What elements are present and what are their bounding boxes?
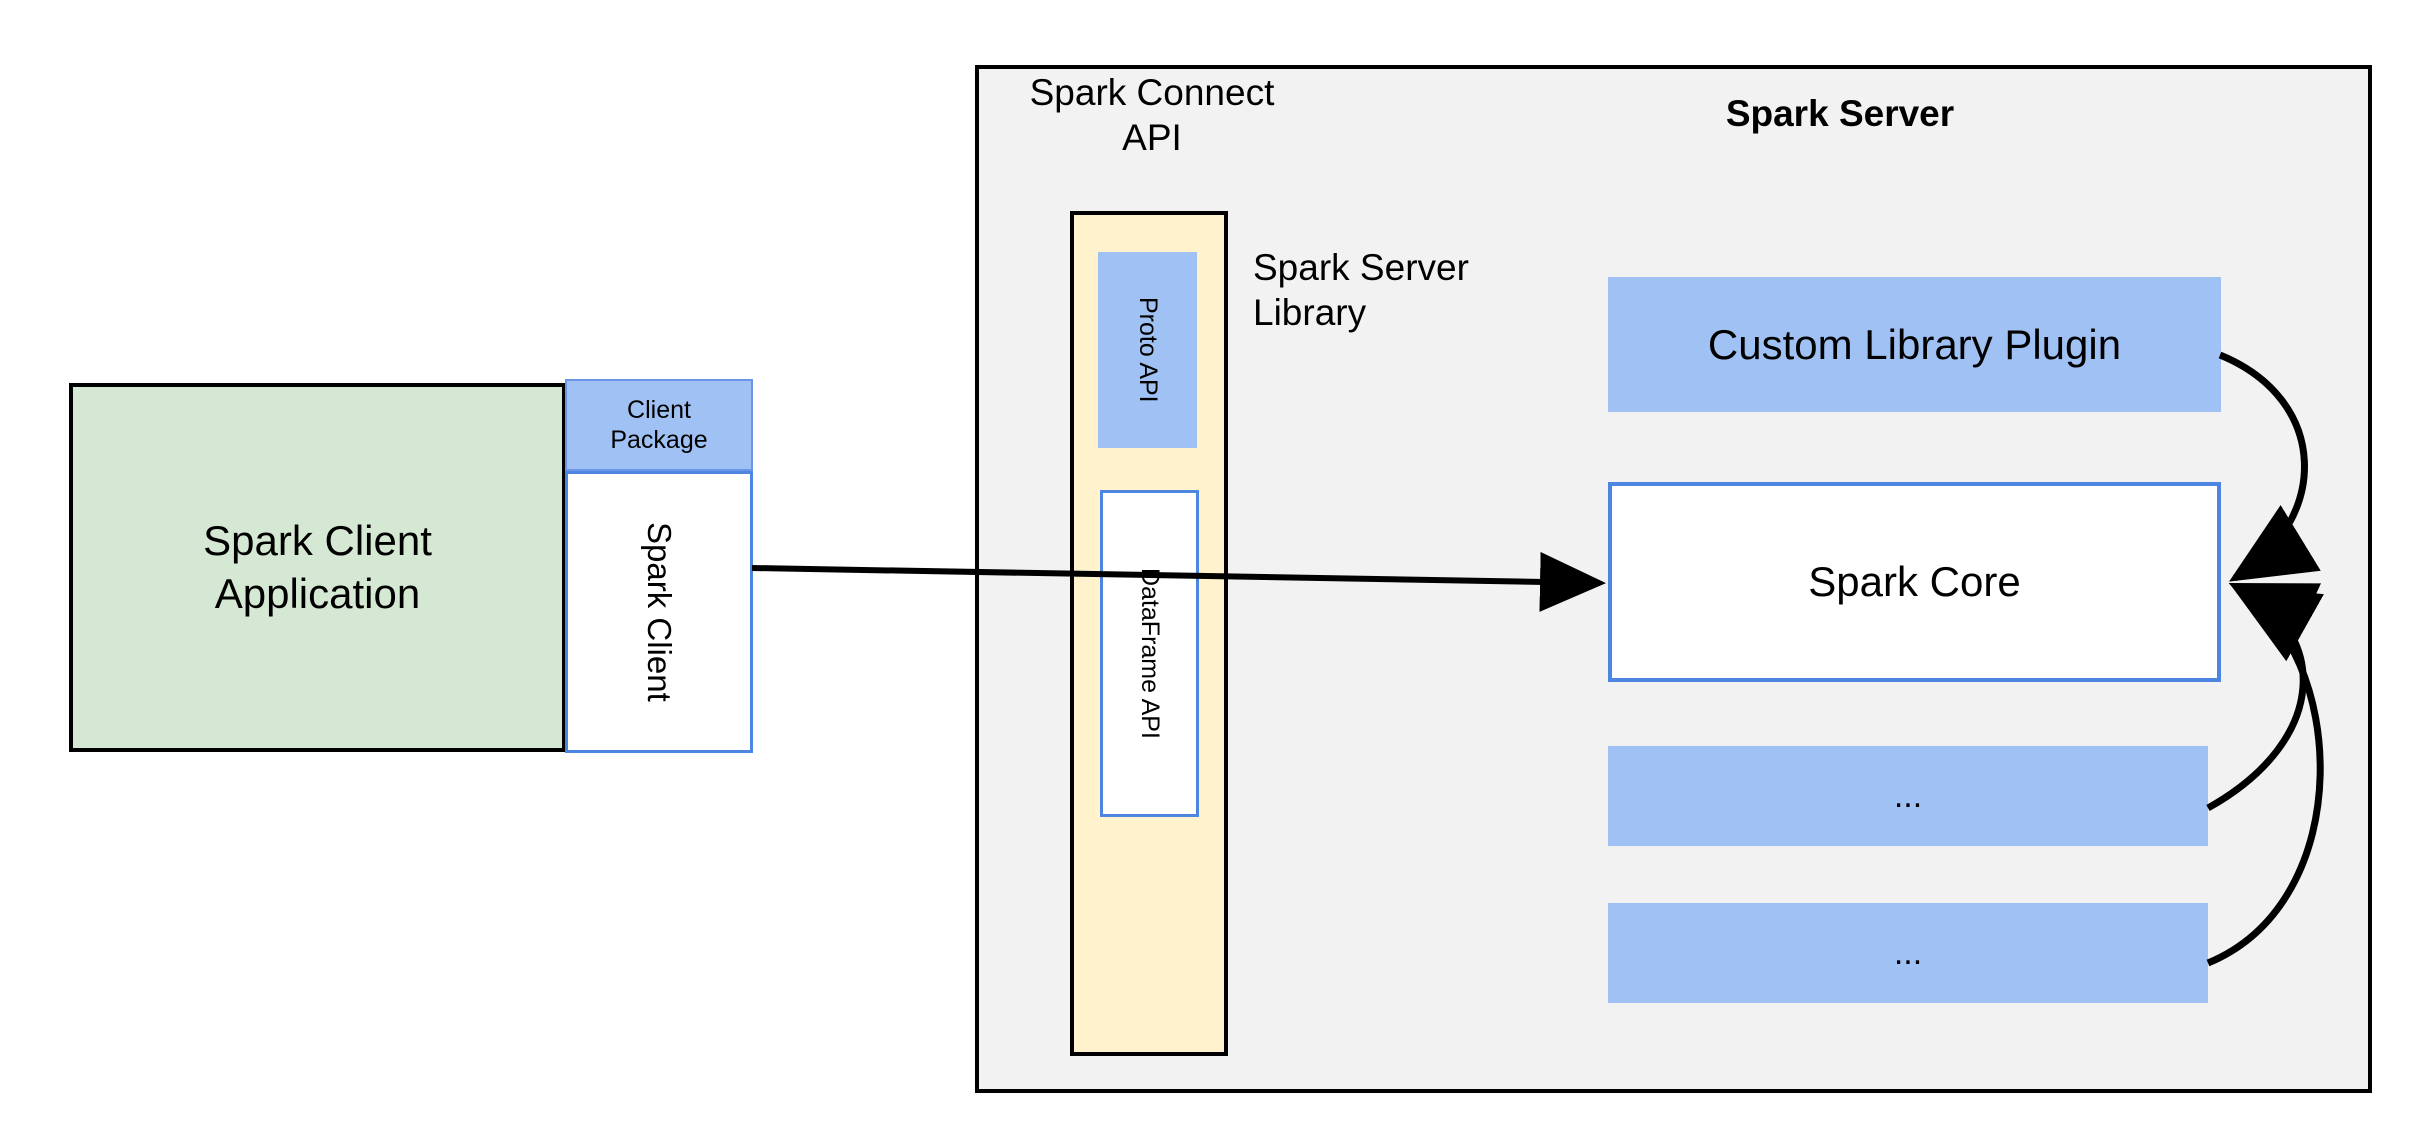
ellipsis-box-2[interactable]: ... [1608, 903, 2208, 1003]
proto-api-label: Proto API [1134, 297, 1162, 403]
dataframe-api-label: DataFrame API [1136, 568, 1164, 739]
spark-server-title: Spark Server [1725, 93, 1955, 134]
spark-client-label: Spark Client [641, 522, 678, 702]
ellipsis-box-1[interactable]: ... [1608, 746, 2208, 846]
spark-core-box[interactable]: Spark Core [1608, 482, 2221, 682]
dataframe-api-box[interactable]: DataFrame API [1100, 490, 1199, 817]
spark-client-box[interactable]: Spark Client [565, 471, 753, 753]
proto-api-box[interactable]: Proto API [1098, 252, 1197, 448]
custom-library-plugin-box[interactable]: Custom Library Plugin [1608, 277, 2221, 412]
